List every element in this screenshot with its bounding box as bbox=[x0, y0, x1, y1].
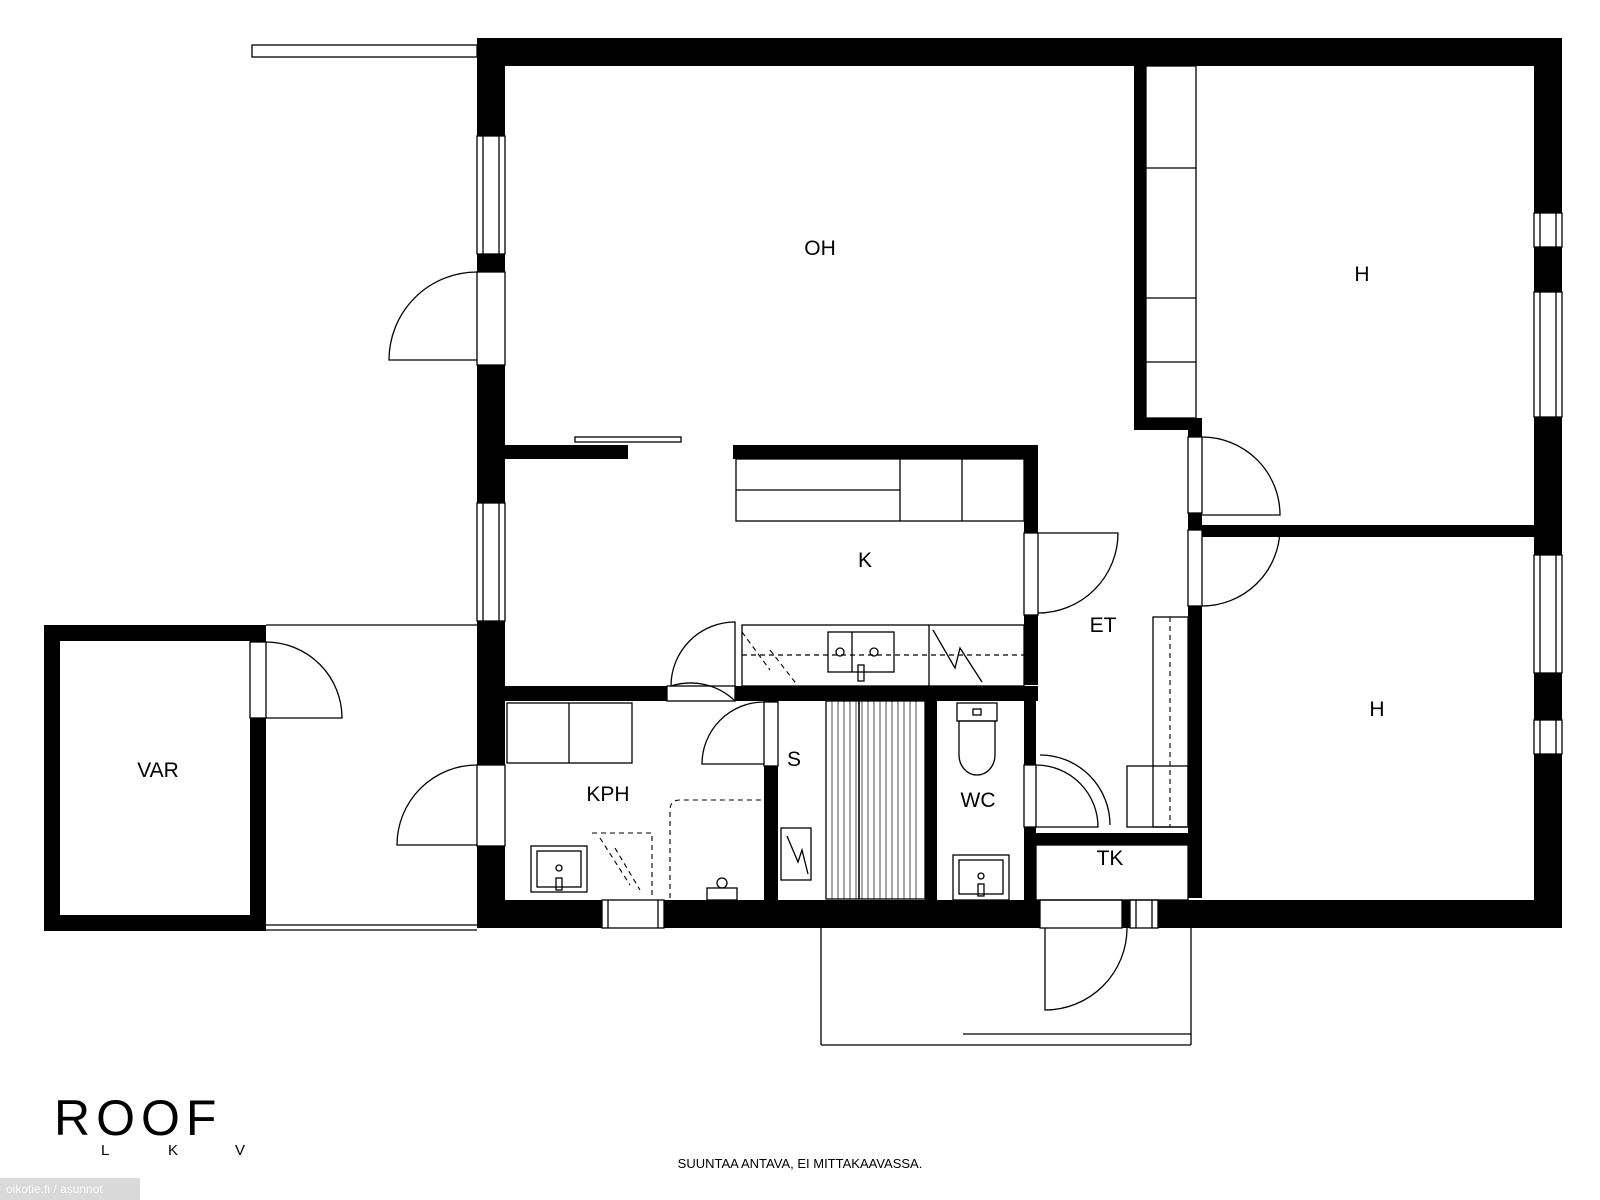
windows bbox=[249, 135, 1563, 929]
scale-note: SUUNTAA ANTAVA, EI MITTAKAAVASSA. bbox=[678, 1156, 923, 1171]
fixtures bbox=[506, 65, 1197, 901]
room-label-k: K bbox=[858, 549, 872, 572]
room-label-et: ET bbox=[1090, 614, 1117, 637]
watermark: oikotie.fi / asunnot bbox=[0, 1178, 140, 1200]
logo-name: ROOF bbox=[54, 1090, 222, 1146]
room-label-oh: OH bbox=[804, 237, 836, 260]
watermark-text: oikotie.fi / asunnot bbox=[6, 1182, 103, 1196]
brand-logo: ROOF L K V bbox=[54, 1090, 245, 1159]
logo-sub-l: L bbox=[101, 1142, 109, 1159]
terrace-outlines bbox=[251, 44, 1192, 1046]
walls bbox=[44, 38, 1562, 931]
logo-sub-v: V bbox=[235, 1142, 245, 1159]
room-label-h-upper: H bbox=[1354, 263, 1369, 286]
room-label-h-lower: H bbox=[1369, 698, 1384, 721]
room-labels: OH H H K ET KPH S WC TK VAR bbox=[137, 237, 1384, 870]
room-label-tk: TK bbox=[1097, 847, 1124, 870]
door-swings bbox=[265, 271, 1281, 1011]
room-label-var: VAR bbox=[137, 759, 179, 782]
logo-sub-k: K bbox=[168, 1142, 178, 1159]
room-label-s: S bbox=[787, 748, 801, 771]
room-label-kph: KPH bbox=[586, 783, 629, 806]
room-label-wc: WC bbox=[961, 789, 996, 812]
